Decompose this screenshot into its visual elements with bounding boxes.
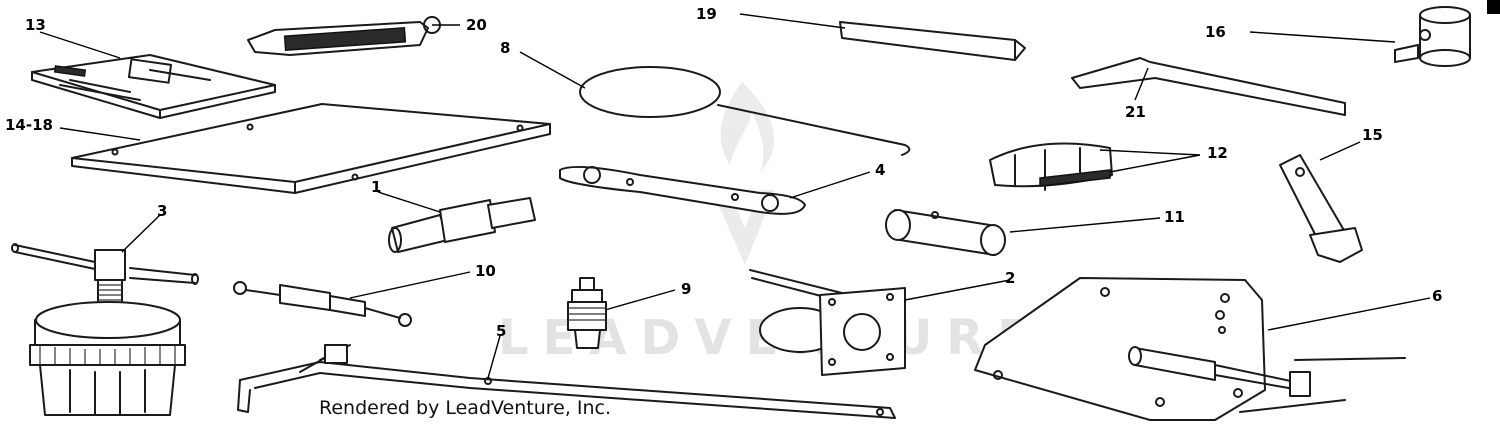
callout-14-18: 14-18 — [5, 116, 53, 134]
callout-9: 9 — [681, 280, 691, 298]
part-1-adapter[interactable] — [388, 197, 536, 253]
part-11-socket[interactable] — [885, 209, 1006, 256]
callout-5: 5 — [496, 322, 506, 340]
corner-mark — [1487, 0, 1500, 14]
part-19-bar[interactable] — [839, 21, 1026, 61]
callout-15: 15 — [1362, 126, 1383, 144]
part-12-clips[interactable] — [989, 142, 1113, 191]
part-16-collar[interactable] — [1394, 6, 1471, 67]
leader-lines — [39, 13, 1431, 379]
callout-12: 12 — [1207, 144, 1228, 162]
callout-2: 2 — [1005, 269, 1015, 287]
part-15-box-wrench[interactable] — [1279, 154, 1363, 263]
callout-6: 6 — [1432, 287, 1442, 305]
part-9-spark-plug[interactable] — [567, 277, 607, 349]
callout-11: 11 — [1164, 208, 1185, 226]
callout-21: 21 — [1125, 103, 1146, 121]
part-14-18-tool-board[interactable] — [71, 103, 551, 194]
callout-1: 1 — [371, 178, 381, 196]
part-8-wire-loop[interactable] — [579, 66, 911, 156]
callout-8: 8 — [500, 39, 510, 57]
callout-3: 3 — [157, 202, 167, 220]
part-10-gauge[interactable] — [233, 281, 412, 327]
callout-labels: 13 20 14-18 19 16 8 21 12 15 4 11 1 3 10… — [5, 5, 1442, 340]
part-4-wrench[interactable] — [559, 165, 806, 215]
part-5-long-bar[interactable] — [237, 344, 896, 419]
part-2-plate[interactable] — [749, 269, 906, 376]
callout-19: 19 — [696, 5, 717, 23]
callout-10: 10 — [475, 262, 496, 280]
part-6-large-plate[interactable] — [974, 277, 1406, 421]
part-13-manual[interactable] — [31, 54, 276, 119]
part-21-hex-key[interactable] — [1071, 57, 1346, 116]
callout-16: 16 — [1205, 23, 1226, 41]
callout-13: 13 — [25, 16, 46, 34]
part-20-pouch[interactable] — [247, 16, 441, 56]
part-3-puller[interactable] — [11, 243, 199, 416]
callout-4: 4 — [875, 161, 885, 179]
callout-20: 20 — [466, 16, 487, 34]
render-credit: Rendered by LeadVenture, Inc. — [319, 397, 612, 419]
